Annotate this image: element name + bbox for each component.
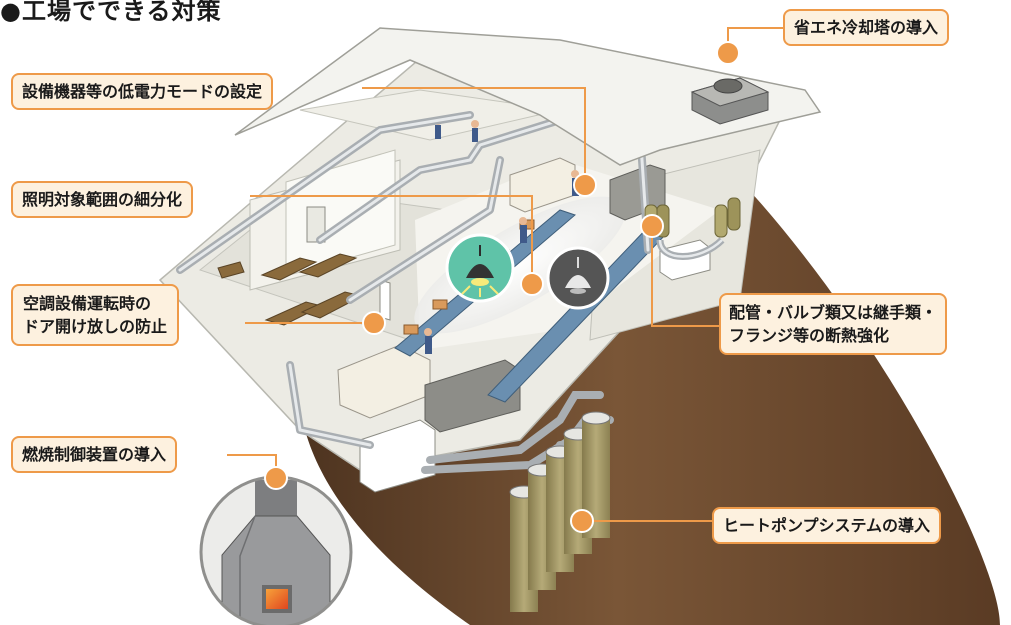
label-door-line-2: ドア開け放しの防止 bbox=[23, 317, 168, 336]
leader-low-power-mode-dot bbox=[573, 173, 597, 197]
leader-lighting bbox=[250, 195, 533, 282]
label-cooling-tower: 省エネ冷却塔の導入 bbox=[783, 9, 950, 46]
light-off-icon bbox=[546, 246, 610, 310]
leader-lighting-dot bbox=[520, 272, 544, 296]
label-heat-pump: ヒートポンプシステムの導入 bbox=[712, 507, 942, 544]
heat-pump-system bbox=[421, 391, 614, 612]
page-title: ●工場でできる対策 bbox=[0, 0, 222, 25]
leader-low-power-mode bbox=[362, 87, 586, 183]
label-insulation: 配管・バルブ類又は継手類・ フランジ等の断熱強化 bbox=[719, 293, 948, 355]
leader-insulation-dot bbox=[640, 214, 664, 238]
callout-leader-lines bbox=[227, 27, 783, 533]
leader-heat-pump-dot bbox=[570, 509, 594, 533]
label-insulation-line-1: 配管・バルブ類又は継手類・ bbox=[729, 303, 938, 322]
burner-magnifier bbox=[199, 475, 353, 625]
label-insulation-line-2: フランジ等の断熱強化 bbox=[729, 326, 890, 345]
label-door-open-prevention: 空調設備運転時の ドア開け放しの防止 bbox=[11, 284, 180, 346]
leader-insulation bbox=[651, 228, 719, 327]
label-low-power-mode: 設備機器等の低電力モードの設定 bbox=[11, 73, 274, 110]
label-lighting-subdivision: 照明対象範囲の細分化 bbox=[11, 181, 194, 218]
leader-door-dot bbox=[362, 311, 386, 335]
label-door-line-1: 空調設備運転時の bbox=[23, 294, 152, 313]
leader-combustion-dot bbox=[264, 466, 288, 490]
label-combustion-control: 燃焼制御装置の導入 bbox=[11, 436, 178, 473]
cooling-tower bbox=[690, 77, 770, 125]
light-on-icon bbox=[445, 233, 515, 303]
leader-cooling-tower-dot bbox=[716, 41, 740, 65]
